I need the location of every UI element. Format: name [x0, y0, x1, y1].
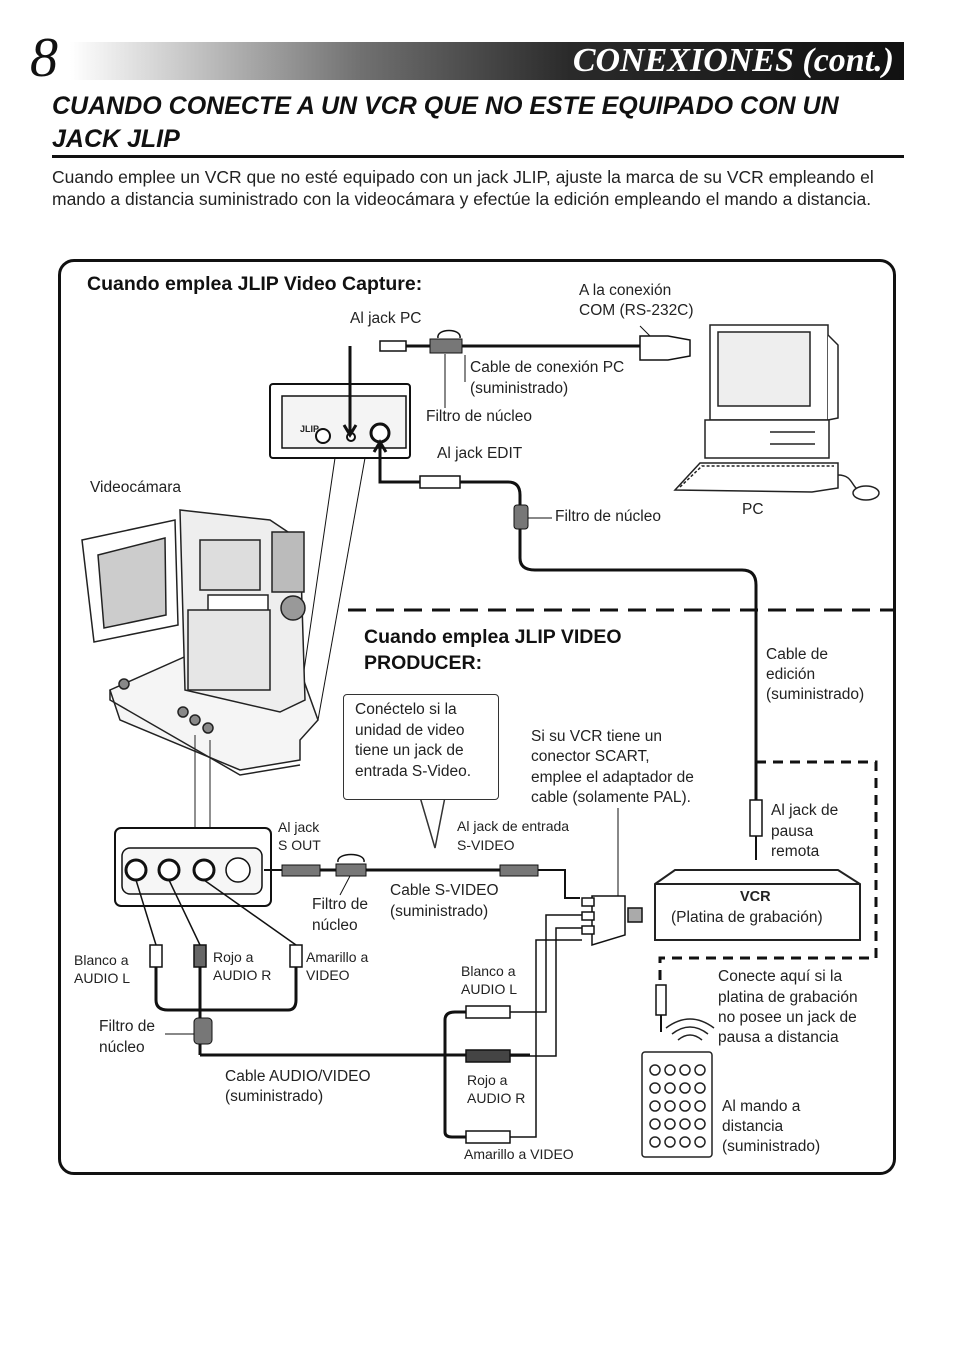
label-svideo-cable-2: (suministrado) — [390, 903, 489, 920]
label-mando-2: distancia — [722, 1118, 784, 1135]
label-filtro-av-2: núcleo — [99, 1039, 145, 1056]
label-mando-3: (suministrado) — [722, 1138, 821, 1155]
label-pausa-2: pausa — [771, 823, 814, 840]
jlip-jack-panel — [269, 346, 420, 721]
label-av-cable-2: (suministrado) — [225, 1088, 324, 1105]
label-jlip-mark: JLIP — [300, 424, 320, 434]
label-blanco-right-1: Blanco a — [461, 963, 516, 979]
label-edit-cable-3: (suministrado) — [766, 686, 865, 703]
label-mando-1: Al mando a — [722, 1098, 801, 1115]
camcorder-icon — [81, 509, 319, 828]
label-blanco-left-2: AUDIO L — [74, 970, 131, 986]
label-pc-cable: Cable de conexión PC — [470, 359, 625, 376]
remote-pause-cable — [655, 984, 667, 1032]
label-al-jack-edit: Al jack EDIT — [437, 445, 523, 462]
label-svideo-in-1: Al jack de entrada — [457, 818, 570, 834]
label-rojo-right-2: AUDIO R — [467, 1090, 526, 1106]
label-amarillo-left-1: Amarillo a — [306, 949, 369, 965]
title-rule — [52, 155, 904, 158]
vcr-dashed-box — [658, 760, 878, 985]
label-rojo-right-1: Rojo a — [467, 1072, 508, 1088]
label-edit-cable-2: edición — [766, 666, 816, 683]
label-pausa-3: remota — [771, 843, 820, 860]
label-conecte-4: pausa a distancia — [718, 1029, 839, 1046]
label-sout-2: S OUT — [278, 837, 321, 853]
label-svideo-cable-1: Cable S-VIDEO — [390, 882, 499, 899]
av-cable — [135, 879, 582, 1144]
pc-cable — [379, 325, 691, 408]
section-title: CUANDO CONECTE A UN VCR QUE NO ESTE EQUI… — [52, 92, 839, 153]
label-blanco-left-1: Blanco a — [74, 952, 129, 968]
svideo-callout — [343, 694, 499, 800]
label-svideo-in-2: S-VIDEO — [457, 837, 515, 853]
diagram-frame — [58, 259, 896, 1175]
vcr-title: VCR — [740, 889, 771, 905]
header-bar — [70, 42, 904, 80]
label-filtro-top: Filtro de núcleo — [426, 408, 532, 425]
label-scart-2: conector SCART, — [531, 748, 650, 765]
label-av-cable-1: Cable AUDIO/VIDEO — [225, 1068, 371, 1085]
page-number: 8 — [30, 27, 58, 89]
label-conecte-3: no posee un jack de — [718, 1009, 857, 1026]
label-pausa-1: Al jack de — [771, 802, 839, 819]
label-sout-1: Al jack — [278, 819, 320, 835]
callout-pointer — [419, 796, 446, 849]
label-scart-3: emplee el adaptador de — [531, 769, 694, 786]
header-title: CONEXIONES (cont.) — [572, 42, 894, 79]
label-filtro-av-1: Filtro de — [99, 1018, 155, 1035]
label-scart-1: Si su VCR tiene un — [531, 728, 662, 745]
label-filtro-sv-2: núcleo — [312, 917, 358, 934]
vcr-icon — [654, 869, 861, 941]
label-edit-cable: Cable de — [766, 646, 829, 663]
intro-paragraph: Cuando emplee un VCR que no esté equipad… — [52, 167, 874, 209]
callout-line2: unidad de video — [355, 722, 465, 739]
label-filtro-sv-1: Filtro de — [312, 896, 368, 913]
label-pc-cable-2: (suministrado) — [470, 380, 569, 397]
pc-icon — [673, 324, 880, 501]
scart-adapter — [581, 808, 643, 947]
remote-control-icon — [641, 1018, 715, 1158]
edit-cable — [419, 475, 763, 860]
label-pc: PC — [742, 501, 764, 518]
callout-line4: entrada S-Video. — [355, 763, 472, 780]
label-com-connection: A la conexión — [579, 282, 672, 299]
label-conecte-1: Conecte aquí si la — [718, 968, 843, 985]
vcr-subtitle: (Platina de grabación) — [671, 909, 823, 926]
capture-heading: Cuando emplea JLIP Video Capture: — [87, 273, 423, 295]
label-amarillo-left-2: VIDEO — [306, 967, 350, 983]
label-scart-4: cable (solamente PAL). — [531, 789, 691, 806]
label-com-connection-2: COM (RS-232C) — [579, 302, 694, 319]
label-amarillo-right: Amarillo a VIDEO — [464, 1146, 574, 1162]
producer-heading-line1: Cuando emplea JLIP VIDEO — [364, 626, 622, 648]
label-blanco-right-2: AUDIO L — [461, 981, 518, 997]
label-videocamara: Videocámara — [90, 479, 182, 496]
callout-line3: tiene un jack de — [355, 742, 464, 759]
svideo-cable — [281, 853, 580, 899]
producer-heading-line2: PRODUCER: — [364, 652, 483, 674]
label-filtro-edit: Filtro de núcleo — [555, 508, 661, 525]
av-jack-panel — [114, 827, 282, 907]
label-rojo-left-1: Rojo a — [213, 949, 254, 965]
label-conecte-2: platina de grabación — [718, 989, 858, 1006]
label-rojo-left-2: AUDIO R — [213, 967, 272, 983]
callout-line1: Conéctelo si la — [355, 701, 457, 718]
label-al-jack-pc: Al jack PC — [350, 310, 422, 327]
